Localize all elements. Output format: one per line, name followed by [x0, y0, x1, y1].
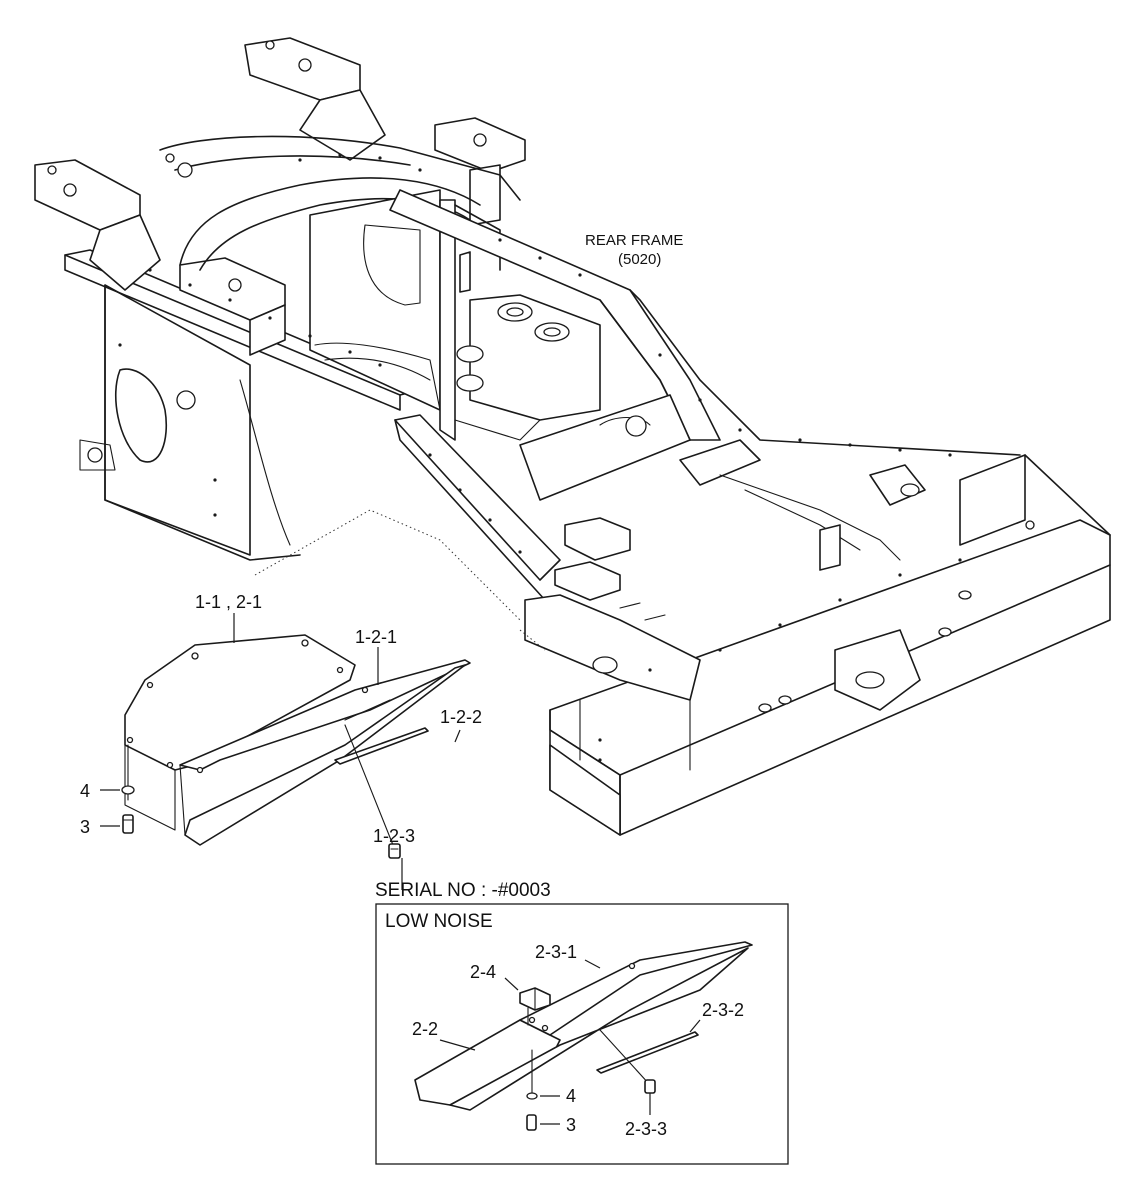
label-3: 3: [80, 817, 90, 837]
label-2-2: 2-2: [412, 1019, 438, 1039]
frame-name-label: REAR FRAME: [585, 232, 683, 249]
label-1-2-1: 1-2-1: [355, 627, 397, 647]
inset-title: LOW NOISE: [385, 911, 493, 932]
label-2-3-2: 2-3-2: [702, 1000, 744, 1020]
serial-number-label: SERIAL NO : -#0003: [375, 880, 551, 901]
inset-label-3: 3: [566, 1115, 576, 1135]
low-noise-guard: [414, 941, 753, 1131]
rear-frame-drawing: [34, 37, 1111, 836]
under-guard-assembly: [121, 634, 471, 859]
label-1-1-2-1: 1-1 , 2-1: [195, 592, 262, 612]
inset-label-4: 4: [566, 1086, 576, 1106]
label-1-2-3: 1-2-3: [373, 826, 415, 846]
label-1-2-2: 1-2-2: [440, 707, 482, 727]
frame-code-label: (5020): [618, 251, 661, 268]
label-2-3-1: 2-3-1: [535, 942, 577, 962]
label-2-4: 2-4: [470, 962, 496, 982]
label-2-3-3: 2-3-3: [625, 1119, 667, 1139]
label-4: 4: [80, 781, 90, 801]
inset-box: [375, 903, 789, 1165]
